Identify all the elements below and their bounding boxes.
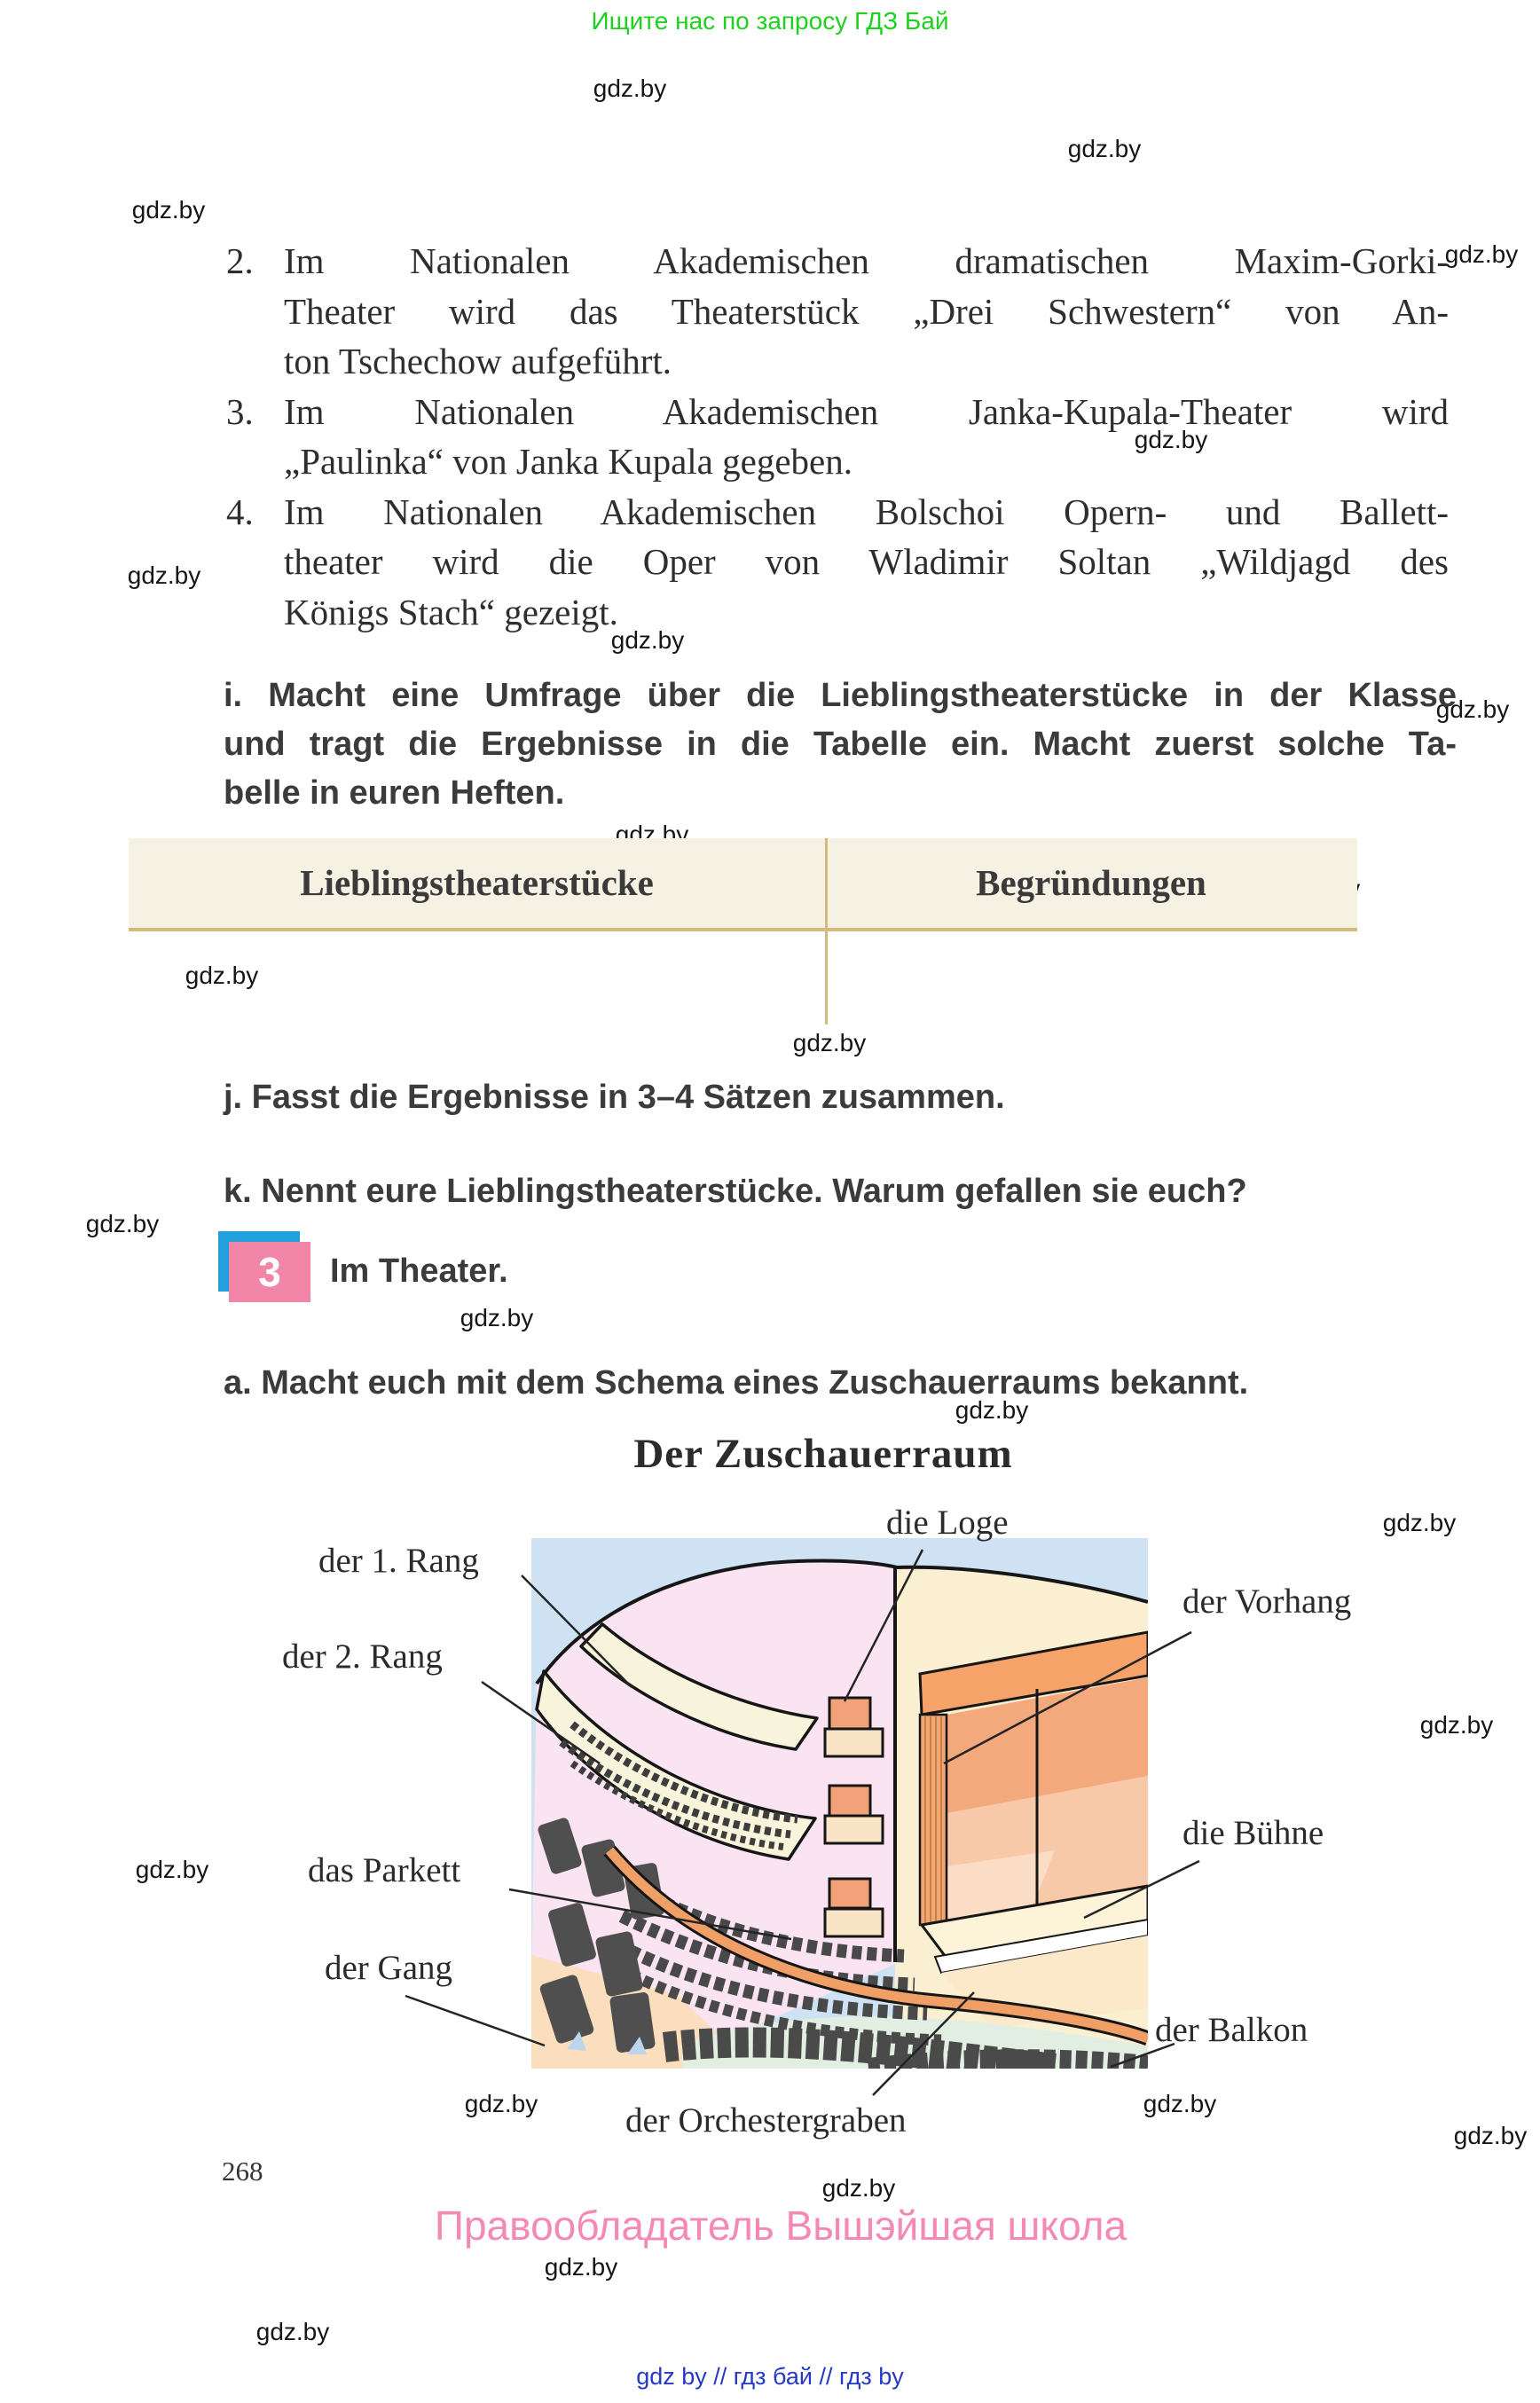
- footer-links[interactable]: gdz by // гдз бай // гдз by: [636, 2363, 904, 2390]
- diagram-label: der Vorhang: [1182, 1582, 1352, 1621]
- gdz-watermark: gdz.by: [85, 1210, 160, 1237]
- section-title: Im Theater.: [330, 1253, 508, 1290]
- gdz-watermark: gdz.by: [1453, 2122, 1528, 2149]
- task-a: a. Macht euch mit dem Schema eines Zusch…: [224, 1364, 1249, 1402]
- gdz-watermark: gdz.by: [821, 2174, 896, 2202]
- task-line: und tragt die Ergebnisse in die Tabelle …: [224, 726, 1457, 763]
- diagram-label: der Gang: [325, 1949, 453, 1987]
- diagram-label: der 1. Rang: [318, 1542, 479, 1580]
- task-j: j. Fasst die Ergebnisse in 3–4 Sätzen zu…: [224, 1079, 1005, 1116]
- task-line: i. Macht eine Umfrage über die Lieblings…: [224, 677, 1457, 714]
- loge-box: [823, 1877, 884, 1938]
- stage-front-edge: [933, 1918, 1148, 1975]
- list-item-line: theater wird die Oper von Wladimir Solta…: [284, 541, 1449, 582]
- list-item-line: „Paulinka“ von Janka Kupala gegeben.: [284, 441, 852, 482]
- task-i: i. Macht eine Umfrage über die Lieblings…: [224, 671, 1457, 818]
- copyright-line: Правообладатель Вышэйшая школа: [434, 2203, 1128, 2249]
- gdz-watermark: gdz.by: [1143, 2090, 1217, 2117]
- diagram-label: die Bühne: [1182, 1814, 1324, 1852]
- chair-leg: [627, 2037, 647, 2054]
- gdz-watermark: gdz.by: [593, 75, 667, 102]
- diagram-title: Der Zuschauerraum: [633, 1431, 1013, 1477]
- task-k: k. Nennt eure Lieblingstheaterstücke. Wa…: [224, 1173, 1247, 1210]
- list-item-line: Im Nationalen Akademischen dramatischen …: [284, 240, 1449, 281]
- top-banner-text: Ищите нас по запросу ГДЗ Бай: [591, 7, 949, 35]
- stage-back-wall-lighter: [947, 1850, 1055, 1922]
- gdz-watermark: gdz.by: [792, 1029, 867, 1056]
- table-header-rule: [129, 928, 1357, 931]
- list-item-line: Theater wird das Theaterstück „Drei Schw…: [284, 290, 1449, 332]
- table-header-begruendungen: Begründungen: [976, 862, 1206, 903]
- list-item-line: Im Nationalen Akademischen Bolschoi Oper…: [284, 491, 1449, 532]
- gdz-watermark: gdz.by: [1435, 695, 1510, 723]
- list-item-line: Im Nationalen Akademischen Janka-Kupala-…: [284, 390, 1449, 432]
- task-line: belle in euren Heften.: [224, 774, 565, 812]
- section-number: 3: [258, 1249, 281, 1295]
- gdz-watermark: gdz.by: [185, 962, 259, 989]
- diagram-label: der Orchestergraben: [625, 2101, 907, 2140]
- gdz-watermark: gdz.by: [1419, 1711, 1494, 1739]
- theater-diagram: [531, 1538, 1148, 2069]
- diagram-label: das Parkett: [308, 1851, 461, 1889]
- curtain-folds: [924, 1716, 942, 1924]
- gdz-watermark: gdz.by: [460, 1304, 534, 1331]
- gdz-watermark: gdz.by: [1067, 135, 1142, 162]
- diagram-label: der 2. Rang: [282, 1637, 443, 1676]
- gdz-watermark: gdz.by: [1444, 240, 1519, 268]
- list-item: 4. Im Nationalen Akademischen Bolschoi Op…: [226, 487, 1449, 638]
- page-number: 268: [222, 2156, 263, 2187]
- gdz-watermark: gdz.by: [955, 1396, 1029, 1424]
- list-item: 3. Im Nationalen Akademischen Janka-Kupal…: [226, 387, 1449, 487]
- gdz-watermark: gdz.by: [1134, 426, 1208, 453]
- list-item-number: 4.: [226, 491, 254, 532]
- gdz-watermark: gdz.by: [127, 561, 201, 589]
- results-table: Lieblingstheaterstücke Begründungen: [129, 838, 1357, 1025]
- parkett-seat-row: [628, 1969, 942, 2046]
- exercise-list: 2. Im Nationalen Akademischen dramatische…: [226, 236, 1449, 637]
- loge-box: [823, 1784, 884, 1845]
- table-header-lieblingstheaterstuecke: Lieblingstheaterstücke: [300, 862, 654, 903]
- gdz-watermark: gdz.by: [135, 1856, 209, 1883]
- list-item-line: ton Tschechow aufgeführt.: [284, 341, 672, 381]
- section-badge: 3: [229, 1242, 310, 1302]
- gdz-watermark: gdz.by: [1382, 1509, 1457, 1536]
- list-item-number: 2.: [226, 240, 254, 281]
- chair-leg: [567, 2031, 586, 2051]
- gdz-watermark: gdz.by: [544, 2253, 618, 2281]
- list-item-line: Königs Stach“ gezeigt.: [284, 591, 618, 632]
- diagram-label: die Loge: [886, 1504, 1009, 1542]
- gdz-watermark: gdz.by: [610, 626, 685, 654]
- gdz-watermark: gdz.by: [255, 2318, 330, 2345]
- parkett-seat-row: [613, 1938, 928, 2021]
- list-item-number: 3.: [226, 390, 254, 432]
- list-item: 2. Im Nationalen Akademischen dramatische…: [226, 236, 1449, 387]
- diagram-label: der Balkon: [1155, 2011, 1308, 2049]
- table-column-divider: [825, 838, 828, 1025]
- bottom-seat-row: [662, 2027, 1057, 2069]
- ceiling-arc-right: [896, 1565, 1148, 1604]
- gdz-watermark: gdz.by: [131, 196, 206, 224]
- loge-box: [823, 1696, 884, 1758]
- second-tier-seat-row: [570, 1760, 784, 1850]
- gdz-watermark: gdz.by: [464, 2090, 538, 2117]
- curtain: [918, 1713, 948, 1927]
- leader-line: [405, 1994, 546, 2047]
